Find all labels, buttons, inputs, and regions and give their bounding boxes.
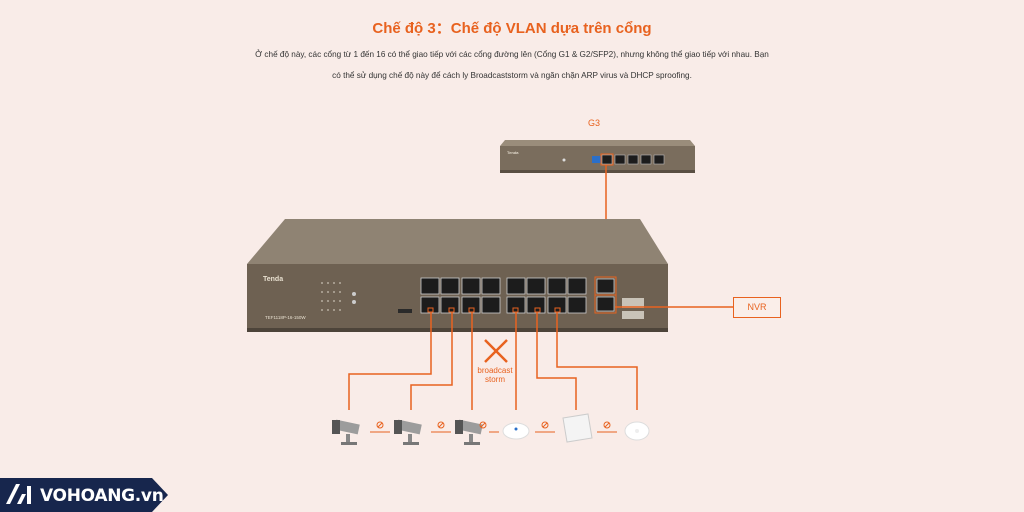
access-point-3-icon xyxy=(624,421,650,441)
brand-logo-icon xyxy=(6,484,31,504)
camera-1-icon xyxy=(332,419,360,445)
page-title: Chế độ 3：Chế độ VLAN dựa trên cổng xyxy=(372,20,652,37)
port-lines xyxy=(348,312,638,410)
description-line-1: Ở chế độ này, các cổng từ 1 đến 16 có th… xyxy=(255,50,769,59)
description-line-2: có thể sử dụng chế độ này để cách ly Bro… xyxy=(332,71,692,80)
camera-2-icon xyxy=(394,419,422,445)
switch-model: TEF1118P-16-150W xyxy=(265,315,306,320)
broadcast-block-icon xyxy=(484,339,508,363)
broadcast-storm-label: broadcast storm xyxy=(477,366,513,384)
router-label: G3 xyxy=(588,118,601,128)
watermark-text: VOHOANG.vn xyxy=(40,486,164,506)
description: Ở chế độ này, các cổng từ 1 đến 16 có th… xyxy=(232,44,792,86)
brand-logo-bg xyxy=(0,478,168,512)
access-point-2-icon xyxy=(562,413,593,443)
router-g3: Tenda xyxy=(500,140,695,173)
nvr-label: NVR xyxy=(733,297,781,318)
camera-3-icon xyxy=(455,419,483,445)
access-point-1-icon xyxy=(502,422,530,440)
switch-brand: Tenda xyxy=(263,276,283,283)
router-brand: Tenda xyxy=(507,150,519,155)
switch: Tenda TEF1118P-16-150W xyxy=(247,219,668,332)
isolation-markers xyxy=(370,421,617,433)
